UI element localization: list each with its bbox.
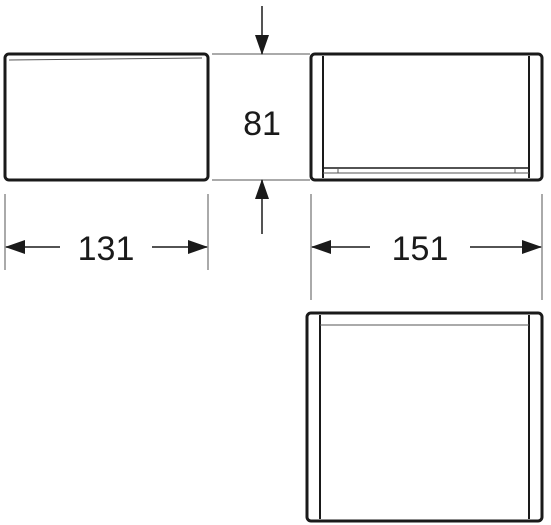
side-view <box>3 52 210 182</box>
front-view <box>309 52 544 182</box>
front-view-outline <box>309 52 544 182</box>
width-dimension: 131 <box>4 194 209 270</box>
top-view <box>305 311 544 523</box>
top-view-outline <box>305 311 544 523</box>
side-view-outline <box>3 52 210 182</box>
side-view-top-edge <box>8 57 203 61</box>
height-dimension-label: 81 <box>243 105 281 143</box>
depth-dimension: 151 <box>310 194 543 300</box>
height-dimension: 81 <box>212 6 310 234</box>
depth-dimension-label: 151 <box>392 230 449 268</box>
width-dimension-label: 131 <box>78 230 135 268</box>
